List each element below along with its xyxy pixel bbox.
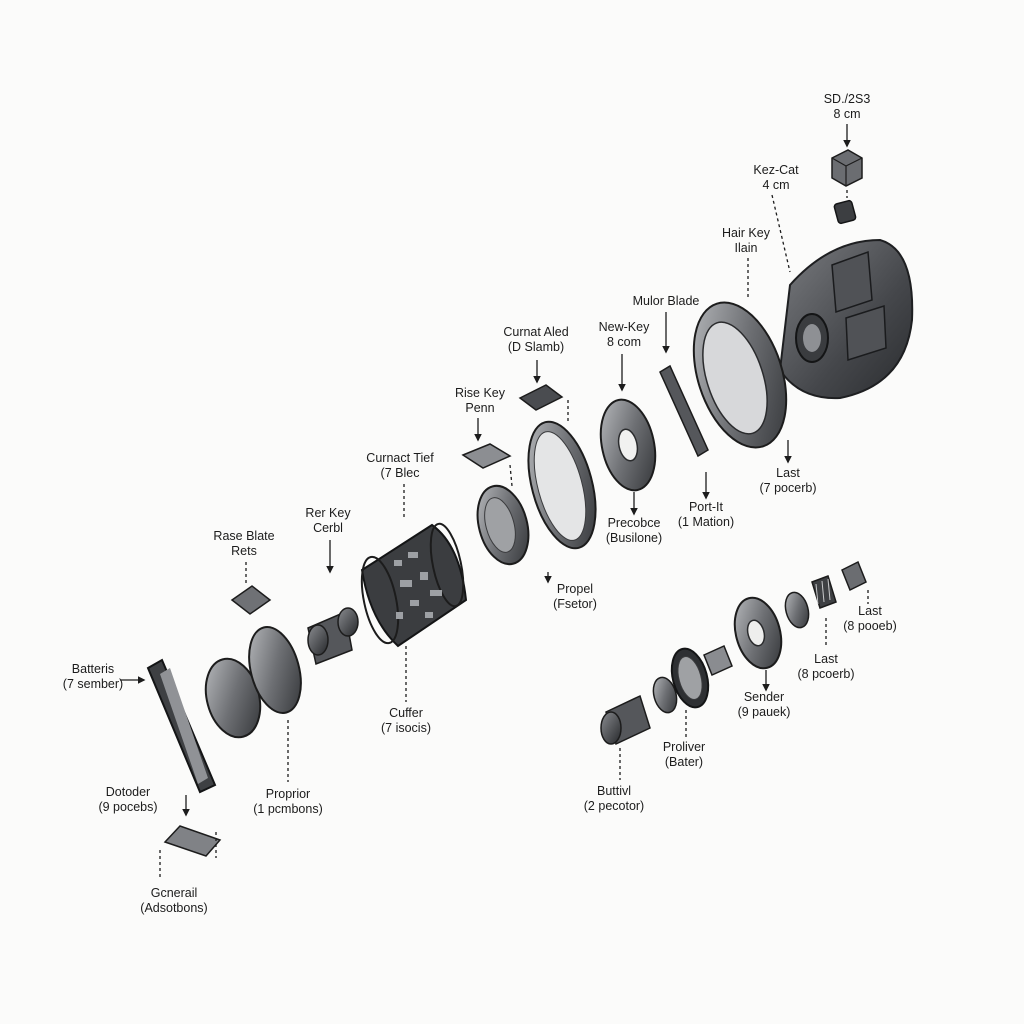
label-last-right-2: Last(8 pcoerb) (798, 652, 855, 682)
bearing-sender (733, 596, 783, 670)
label-propel: Propel(Fsetor) (553, 582, 597, 612)
label-line2: (1 Mation) (677, 515, 735, 529)
label-line1: Rer Key (305, 506, 351, 520)
medium-disc (476, 484, 530, 566)
label-line1: Last (776, 466, 800, 480)
label-last-top: Last(7 pocerb) (760, 466, 817, 496)
label-line1: Rase Blate (213, 529, 275, 543)
small-cube-part (831, 149, 863, 187)
label-line1: Hair Key (722, 226, 770, 240)
label-line2: 8 cm (833, 107, 861, 121)
frame-plate (146, 658, 217, 794)
label-line2: Rets (231, 544, 257, 558)
gear-part (811, 575, 837, 609)
label-curnat-aled: Curnat Aled(D Slamb) (503, 325, 568, 355)
label-line2: (Bater) (664, 755, 704, 769)
label-line1: Gcnerail (150, 886, 198, 900)
leader-lines (120, 124, 869, 880)
label-line1: Kez-Cat (753, 163, 799, 177)
label-line1: Cuffer (389, 706, 423, 720)
small-ring-b (784, 591, 810, 629)
small-cylinder (307, 607, 359, 666)
label-line1: Sender (743, 690, 785, 704)
label-line1: Curnact Tief (366, 451, 434, 465)
label-line1: Last (814, 652, 838, 666)
label-line1: Rise Key (454, 386, 506, 400)
label-gcnerail: Gcnerail(Adsotbons) (140, 886, 207, 916)
label-proliver: Proliver(Bater) (663, 740, 705, 770)
blade-strip (659, 364, 709, 458)
label-line1: Precobce (607, 516, 661, 530)
large-ring (692, 301, 788, 449)
label-last-right-1: Last(8 pooeb) (843, 604, 897, 634)
label-line1: Dotoder (105, 785, 151, 799)
label-line1: Batteris (71, 662, 115, 676)
flat-plate (461, 443, 512, 469)
circuit-board-housing (360, 522, 468, 648)
small-plate (518, 384, 564, 411)
cylinder-buttivl (600, 694, 651, 746)
left-disc-2 (248, 626, 302, 714)
label-line2: Ilain (734, 241, 758, 255)
label-curnact-tief: Curnact Tief(7 Blec (366, 451, 433, 481)
label-batteris: Batteris(7 sember) (63, 662, 123, 692)
label-dotoder: Dotoder(9 pocebs) (98, 785, 157, 815)
label-line2: (8 pooeb) (843, 619, 897, 633)
label-line1: Last (858, 604, 882, 618)
label-line1: Port-It (688, 500, 724, 514)
label-line1: Curnat Aled (503, 325, 569, 339)
label-line2: (1 pcmbons) (253, 802, 323, 816)
label-proprior: Proprior(1 pcmbons) (253, 787, 322, 817)
generail-plate (163, 825, 222, 857)
small-key-part (833, 199, 857, 225)
rase-plate (230, 585, 272, 615)
main-housing (778, 238, 914, 400)
small-ring-a (652, 676, 678, 714)
label-line1: Propel (556, 582, 594, 596)
small-cylinder-b (703, 644, 733, 677)
label-line2: (7 pocerb) (759, 481, 817, 495)
label-line2: (Busilone) (605, 531, 663, 545)
label-line2: (D Slamb) (507, 340, 565, 354)
thin-disc (527, 420, 597, 550)
label-line2: Penn (465, 401, 495, 415)
label-line2: (Adsotbons) (140, 901, 208, 915)
label-line2: (2 pecotor) (583, 799, 645, 813)
label-buttivl: Buttivl(2 pecotor) (584, 784, 644, 814)
label-line2: (7 isocis) (380, 721, 432, 735)
end-cap (841, 560, 867, 592)
label-line1: Mulor Blade (632, 294, 700, 308)
label-line1: Proliver (662, 740, 706, 754)
label-line2: Cerbl (313, 521, 343, 535)
washer-part (599, 398, 657, 492)
label-line2: 8 com (606, 335, 642, 349)
label-line1: Proprior (265, 787, 311, 801)
label-port-it: Port-It(1 Mation) (678, 500, 734, 530)
label-line2: (9 pauek) (737, 705, 791, 719)
label-line2: (8 pcoerb) (797, 667, 855, 681)
label-line2: 4 cm (762, 178, 790, 192)
label-precobce: Precobce(Busilone) (606, 516, 662, 546)
label-cuffer: Cuffer(7 isocis) (381, 706, 431, 736)
label-sender: Sender(9 pauek) (738, 690, 791, 720)
label-line1: SD./2S3 (823, 92, 871, 106)
label-line2: (9 pocebs) (98, 800, 158, 814)
label-line2: (Fsetor) (553, 597, 597, 611)
label-line1: Buttivl (596, 784, 632, 798)
label-line2: (7 sember) (62, 677, 124, 691)
label-mulor-blade: Mulor Blade (633, 294, 700, 309)
ring-proliver (670, 647, 710, 709)
label-line2: (7 Blec (380, 466, 420, 480)
label-line1: New-Key (598, 320, 650, 334)
